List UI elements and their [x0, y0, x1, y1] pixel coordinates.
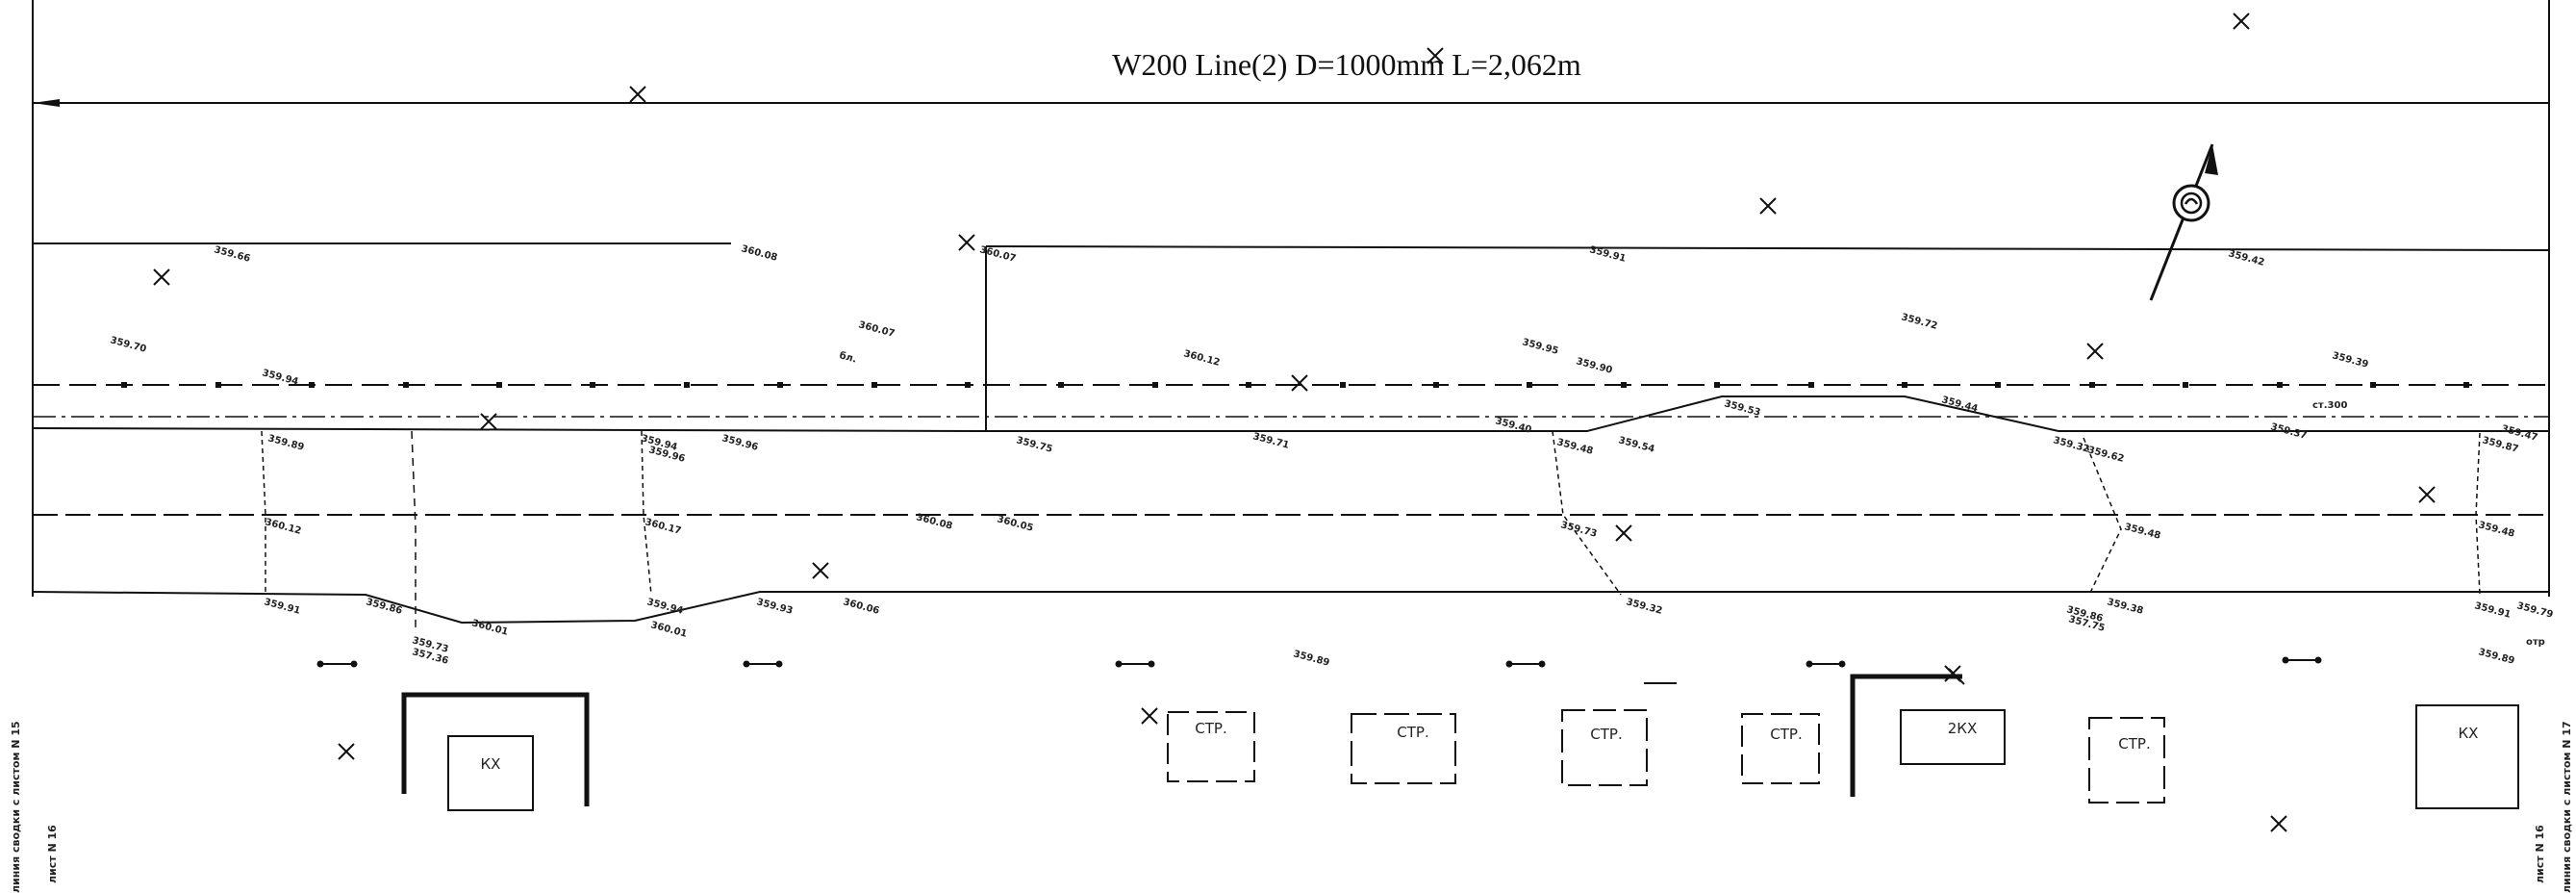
elevation-label: 359.89 [1292, 649, 1330, 669]
elevation-label: 359.42 [2227, 248, 2265, 268]
building-str-3: СТР. [1561, 709, 1648, 786]
building-str-2-label: СТР. [1397, 724, 1428, 741]
elevation-label: 359.71 [1251, 431, 1290, 451]
elevation-label: 360.12 [1182, 348, 1221, 369]
elevation-label: 360.01 [470, 618, 509, 638]
left-sheet-label: лист N 16 [46, 825, 59, 883]
elevation-label: 359.48 [2123, 522, 2161, 542]
elevation-label: 359.53 [1723, 398, 1761, 419]
elevation-label: 359.32 [2052, 435, 2090, 455]
building-str-4: СТР. [1741, 713, 1820, 784]
right-sheet-label: лист N 16 [2534, 825, 2546, 883]
elevation-label: 359.95 [1521, 337, 1559, 357]
elevation-label: 359.79 [2515, 600, 2554, 621]
cross-connection-3 [641, 430, 652, 596]
left-match-line-label: линия сводки с листом N 15 [10, 721, 22, 893]
elevation-label: 359.32 [1625, 597, 1663, 617]
building-str-1: СТР. [1167, 711, 1255, 782]
elevation-label: 359.40 [1494, 416, 1532, 436]
elevation-label: 359.66 [213, 244, 251, 265]
elevation-labels: 359.66 360.08 360.07 359.91 359.42 359.7… [109, 243, 2554, 669]
building-2kx-label: 2КХ [1948, 720, 1977, 737]
elevation-label: 359.87 [2481, 435, 2519, 455]
elevation-label: 359.96 [720, 433, 759, 453]
elevation-label: 360.07 [857, 319, 896, 340]
top-axis-arrowhead [33, 99, 60, 107]
elevation-label: 359.72 [1900, 312, 1938, 332]
building-2kx: 2КХ [1850, 668, 2006, 797]
annotation-otr: отр [2526, 637, 2545, 648]
elevation-label: 360.08 [740, 243, 778, 264]
elevation-label: 360.05 [996, 514, 1034, 534]
elevation-label: 359.70 [109, 335, 147, 355]
building-str-2: СТР. [1351, 713, 1456, 784]
survey-cross-marks [153, 13, 2436, 832]
elevation-label: 359.48 [2477, 520, 2515, 540]
elevation-label: 360.17 [644, 517, 682, 537]
property-line-markers [121, 382, 2469, 388]
building-kx-3: КХ [2415, 704, 2519, 809]
north-arrow-icon [2149, 143, 2218, 301]
road-lower-edge [32, 591, 2549, 625]
elevation-label: 360.06 [842, 597, 880, 617]
building-str-1-label: СТР. [1195, 720, 1226, 737]
building-kx-3-label: КХ [2459, 725, 2479, 742]
elevation-label: 359.38 [2106, 597, 2144, 617]
elevation-label: 359.37 [2269, 421, 2308, 442]
cross-connection-5 [2083, 437, 2122, 596]
building-kx-1: КХ [401, 692, 590, 811]
elevation-label: 359.89 [2477, 647, 2515, 667]
elevation-label: 359.93 [755, 597, 794, 617]
elevation-label: 359.90 [1575, 356, 1613, 376]
elevation-label: 359.62 [2086, 445, 2125, 465]
elevation-label: 359.44 [1940, 395, 1979, 415]
annotation-ct300: ст.300 [2312, 400, 2347, 411]
annotation-bl: бл. [838, 349, 858, 365]
building-str-5-label: СТР. [2118, 735, 2150, 753]
drawing-title: W200 Line(2) D=1000mm L=2,062m [1112, 47, 1581, 82]
right-match-line-label: линия сводки с листом N 17 [2561, 721, 2573, 893]
cross-connection-4 [1552, 430, 1622, 596]
elevation-label: 359.75 [1015, 435, 1053, 455]
elevation-label: 359.48 [1555, 437, 1594, 457]
elevation-label: 359.54 [1617, 435, 1655, 455]
building-str-4-label: СТР. [1770, 726, 1802, 743]
elevation-label: 359.39 [2331, 350, 2369, 370]
elevation-label: 360.12 [264, 517, 302, 537]
elevation-label: 359.73 [1559, 520, 1598, 540]
building-str-5: СТР. [2088, 717, 2165, 804]
road-upper-edge [32, 395, 2549, 432]
elevation-label: 360.01 [649, 620, 688, 640]
cross-connection-2 [411, 430, 417, 633]
building-kx-1-label: КХ [481, 755, 501, 773]
elevation-label: 359.91 [263, 597, 301, 617]
building-str-3-label: СТР. [1590, 726, 1622, 743]
fence-symbols [316, 656, 2322, 684]
upper-boundary-right [985, 245, 2550, 251]
elevation-label: 359.91 [2473, 600, 2512, 621]
elevation-label: 359.89 [266, 433, 305, 453]
cross-connection-6 [2475, 432, 2481, 596]
cross-connection-1 [261, 430, 266, 595]
elevation-label: 360.07 [978, 244, 1017, 265]
